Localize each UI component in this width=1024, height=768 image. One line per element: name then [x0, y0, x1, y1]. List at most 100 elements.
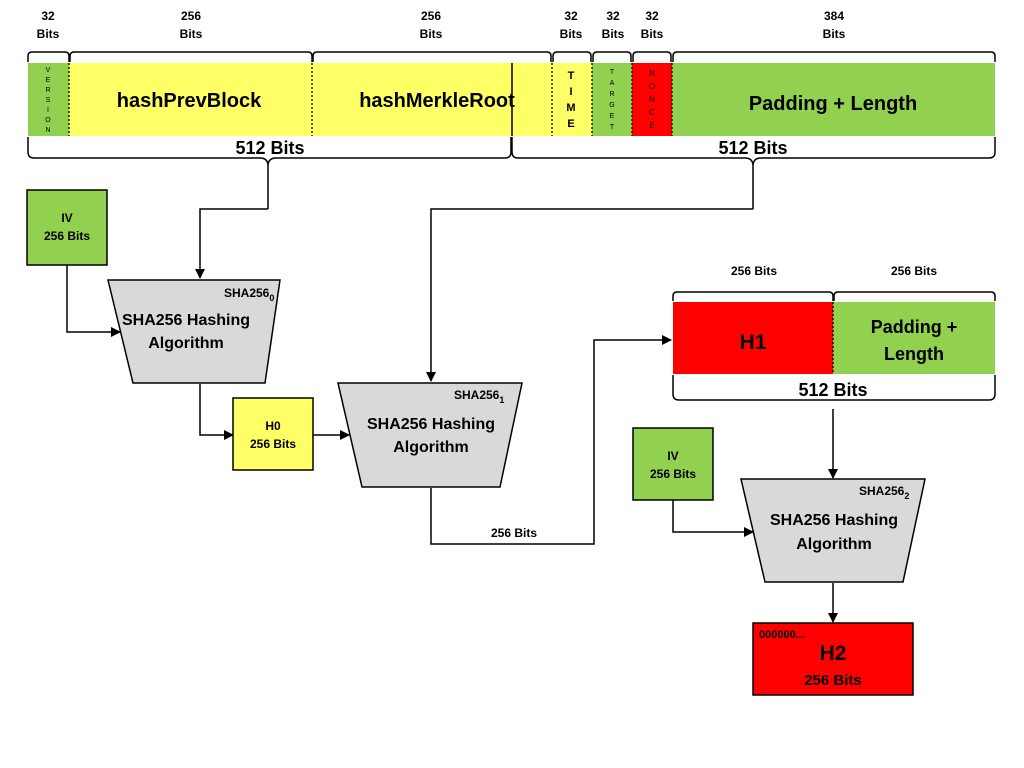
arrow-iv2-to-sha2: [672, 500, 754, 537]
sha256-1-trapezoid: [337, 382, 523, 488]
padding-length-label: Padding + Length: [749, 93, 917, 115]
target-letter: G: [609, 102, 614, 109]
target-letter: E: [610, 113, 615, 120]
brace-h1: [672, 291, 834, 301]
padding2-size-label: 256 Bits: [891, 264, 937, 278]
size-label-prevblock: 256: [181, 9, 201, 23]
iv-box-1-rect: [26, 189, 108, 266]
version-letter: E: [46, 77, 51, 84]
sha256-1-tag: SHA2561: [454, 388, 504, 405]
arrow-chunk1-to-sha0: [195, 208, 268, 279]
size-unit-prevblock: Bits: [180, 27, 203, 41]
arrow-sha1-to-h1: [430, 335, 672, 545]
iv-box-1-title: IV: [61, 211, 72, 225]
size-label-nonce: 32: [645, 9, 659, 23]
sha256-2-line2: Algorithm: [796, 536, 872, 553]
block-header-bar: hashPrevBlock hashMerkleRoot Padding + L…: [28, 63, 995, 136]
h0-box: H0 256 Bits: [232, 397, 314, 471]
version-letter: S: [46, 97, 51, 104]
version-letter: I: [47, 107, 49, 114]
brace-time: [552, 51, 592, 62]
arrow-iv1-to-sha0: [66, 265, 121, 337]
padding2-line2: Length: [884, 344, 944, 364]
brace-nonce: [632, 51, 672, 62]
iv-box-2-rect: [632, 427, 714, 501]
sha256-2-tag: SHA2562: [859, 484, 909, 501]
chunk-1-label: 512 Bits: [235, 138, 304, 158]
version-letter: O: [45, 117, 51, 124]
brace-merkleroot: [312, 51, 552, 62]
size-unit-version: Bits: [37, 27, 60, 41]
sha256-2-block: SHA2562 SHA256 Hashing Algorithm: [740, 478, 926, 583]
version-letter: R: [45, 87, 50, 94]
brace-padding: [672, 51, 996, 62]
sha256-1-output-label: 256 Bits: [491, 526, 537, 540]
brace-padding2: [833, 291, 996, 301]
iv-box-1-size: 256 Bits: [44, 229, 90, 243]
field-padding-length: [672, 63, 995, 136]
nonce-vertical-label: N O N C E: [649, 69, 655, 130]
nonce-letter: C: [649, 108, 655, 117]
time-letter: I: [569, 86, 572, 98]
brace-chunk-2: [511, 137, 996, 209]
time-letter: M: [566, 102, 575, 114]
brace-prevblock: [69, 51, 313, 62]
target-letter: T: [610, 124, 615, 131]
h2-box: 000000... H2 256 Bits: [752, 622, 914, 696]
top-size-labels: 32 Bits 256 Bits 256 Bits 32 Bits 32 Bit…: [37, 9, 846, 41]
version-letter: V: [46, 67, 51, 74]
arrow-chunk2-to-sha1: [426, 208, 753, 382]
h0-box-size: 256 Bits: [250, 437, 296, 451]
nonce-letter: E: [649, 121, 654, 130]
time-letter: E: [567, 118, 574, 130]
field-hash-prev-block: [69, 63, 312, 136]
size-label-time: 32: [564, 9, 578, 23]
h1-field: [673, 302, 833, 374]
top-field-braces: [27, 51, 996, 62]
field-nonce: [632, 63, 672, 136]
h2-prefix: 000000...: [759, 629, 805, 641]
nonce-letter: N: [649, 95, 655, 104]
h0-box-rect: [232, 397, 314, 471]
version-letter: N: [45, 127, 50, 134]
time-letter: T: [568, 70, 575, 82]
size-unit-nonce: Bits: [641, 27, 664, 41]
iv-box-2-title: IV: [667, 449, 678, 463]
iv-box-1: IV 256 Bits: [26, 189, 108, 266]
hash-merkle-root-label: hashMerkleRoot: [359, 90, 515, 112]
field-version: [28, 63, 69, 136]
size-unit-target: Bits: [602, 27, 625, 41]
padding2-line1: Padding +: [871, 317, 958, 337]
padding2-field: [833, 302, 995, 374]
target-letter: A: [610, 80, 615, 87]
target-vertical-label: T A R G E T: [609, 69, 615, 131]
sha256-2-trapezoid: [740, 478, 926, 583]
size-unit-padding: Bits: [823, 27, 846, 41]
connectors: [66, 208, 838, 623]
nonce-letter: N: [649, 69, 655, 78]
chunk-2-label: 512 Bits: [718, 138, 787, 158]
sha256-1-block: SHA2561 SHA256 Hashing Algorithm: [337, 382, 523, 488]
h1-label: H1: [740, 331, 767, 354]
size-label-merkleroot: 256: [421, 9, 441, 23]
version-vertical-label: V E R S I O N: [45, 67, 51, 134]
iv-box-2: IV 256 Bits: [632, 427, 714, 501]
block2-total-label: 512 Bits: [798, 380, 867, 400]
h0-box-title: H0: [265, 419, 281, 433]
h1-size-label: 256 Bits: [731, 264, 777, 278]
h2-size: 256 Bits: [804, 672, 862, 689]
brace-chunk-1: [27, 137, 512, 209]
field-time: [552, 63, 592, 136]
hash-prev-block-label: hashPrevBlock: [117, 90, 262, 112]
h2-title: H2: [820, 642, 847, 665]
sha256-0-block: SHA2560 SHA256 Hashing Algorithm: [107, 279, 281, 384]
target-letter: T: [610, 69, 615, 76]
nonce-letter: O: [649, 82, 655, 91]
sha256-0-line1: SHA256 Hashing: [122, 312, 250, 329]
size-unit-merkleroot: Bits: [420, 27, 443, 41]
sha256-2-line1: SHA256 Hashing: [770, 512, 898, 529]
size-label-version: 32: [41, 9, 55, 23]
brace-target: [592, 51, 632, 62]
iv-box-2-size: 256 Bits: [650, 467, 696, 481]
